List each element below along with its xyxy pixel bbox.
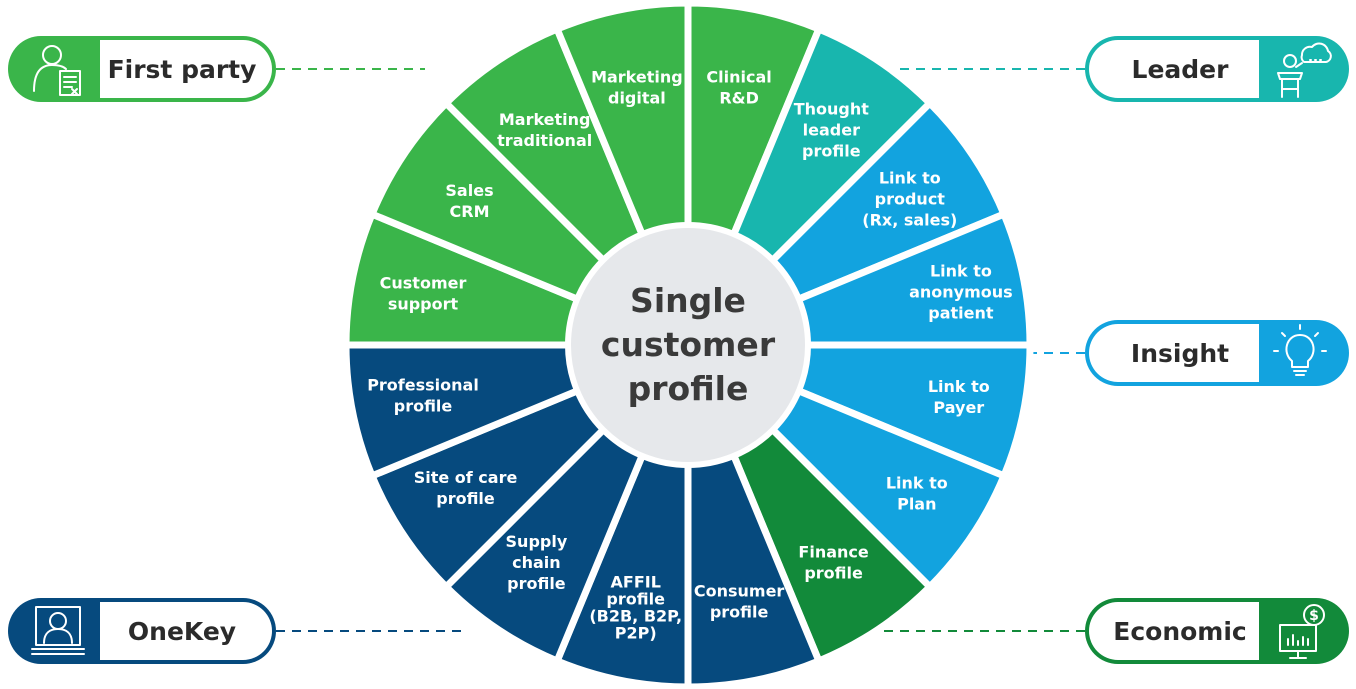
segment-sales-crm-label-line-1: Sales [445, 181, 493, 200]
segment-affil-profile-b2b-b2p-p2p-label-line-3: (B2B, B2P, [589, 606, 682, 625]
segment-professional-profile-label-line-2: profile [394, 397, 453, 416]
center-label-line-3: profile [628, 369, 749, 408]
callout-onekey: OneKey [8, 598, 276, 664]
segment-link-to-anonymous-patient-label-line-2: anonymous [909, 283, 1013, 302]
segment-supply-chain-profile-label-line-3: profile [507, 574, 566, 593]
callout-first-party: First party [8, 36, 276, 102]
callout-onekey-label: OneKey [128, 617, 236, 646]
callout-leader-label: Leader [1132, 55, 1230, 84]
segment-finance-profile-label-line-1: Finance [798, 542, 868, 561]
center-hub: Single customer profile [565, 222, 811, 468]
segment-marketing-digital-label-line-2: digital [608, 89, 666, 108]
segment-link-to-payer-label-line-1: Link to [928, 377, 990, 396]
callout-first-party-label: First party [108, 55, 257, 84]
person-document-icon [33, 45, 81, 96]
segment-link-to-plan-label-line-2: Plan [897, 494, 936, 513]
profile-card-icon [31, 606, 85, 655]
segment-thought-leader-profile-label-line-3: profile [802, 142, 861, 161]
segment-customer-support-label-line-2: support [388, 294, 459, 313]
center-label-line-2: customer [601, 325, 776, 364]
callout-economic-label-box [1089, 602, 1259, 660]
callout-insight-label: Insight [1131, 339, 1229, 368]
segment-site-of-care-profile-label-line-1: Site of care [414, 468, 518, 487]
segment-link-to-anonymous-patient-label-line-3: patient [928, 304, 994, 323]
callout-economic-label: Economic [1113, 617, 1246, 646]
segment-link-to-product-rx-sales-label-line-1: Link to [879, 168, 941, 187]
segment-marketing-digital-label-line-1: Marketing [591, 68, 683, 87]
finance-monitor-icon: $ [1279, 604, 1325, 659]
speaker-podium-icon [1277, 42, 1332, 98]
segment-affil-profile-b2b-b2p-p2p-label-line-4: P2P) [615, 623, 657, 642]
segment-consumer-profile-label-line-1: Consumer [694, 582, 785, 601]
callout-economic: Economic $ [1085, 598, 1349, 664]
segment-link-to-payer-label-line-2: Payer [933, 398, 984, 417]
callout-onekey-label-box [100, 602, 272, 660]
segment-marketing-traditional-label-line-2: traditional [497, 131, 592, 150]
segment-thought-leader-profile-label-line-1: Thought [794, 100, 870, 119]
segment-thought-leader-profile-label-line-2: leader [803, 121, 860, 140]
segment-link-to-anonymous-patient-label-line-1: Link to [930, 262, 992, 281]
segment-clinical-r-d-label-line-2: R&D [719, 89, 759, 108]
segment-marketing-traditional-label-line-1: Marketing [499, 110, 591, 129]
segment-supply-chain-profile-label-line-1: Supply [506, 532, 568, 551]
segment-customer-support-label-line-1: Customer [380, 273, 467, 292]
segment-professional-profile-label-line-1: Professional [367, 376, 479, 395]
lightbulb-icon [1273, 324, 1327, 376]
callout-insight-label-box [1089, 324, 1259, 382]
segment-link-to-product-rx-sales-label-line-2: product [875, 189, 946, 208]
center-circle [565, 222, 811, 468]
dollar-sign-icon: $ [1309, 608, 1319, 624]
segment-link-to-product-rx-sales-label-line-3: (Rx, sales) [862, 210, 957, 229]
callout-leader: Leader [1085, 36, 1349, 102]
segment-affil-profile-b2b-b2p-p2p-label-line-1: AFFIL [611, 572, 661, 591]
segment-site-of-care-profile-label-line-2: profile [436, 489, 495, 508]
callout-first-party-label-box [100, 40, 272, 98]
segment-link-to-plan-label-line-1: Link to [886, 473, 948, 492]
segment-consumer-profile-label-line-2: profile [710, 603, 769, 622]
segment-supply-chain-profile-label-line-2: chain [512, 553, 561, 572]
segment-clinical-r-d-label-line-1: Clinical [706, 68, 771, 87]
callout-insight: Insight [1085, 320, 1349, 386]
segment-sales-crm-label-line-2: CRM [450, 202, 490, 221]
segment-affil-profile-b2b-b2p-p2p-label-line-2: profile [606, 589, 665, 608]
segment-finance-profile-label-line-2: profile [804, 563, 863, 582]
callout-leader-label-box [1089, 40, 1259, 98]
center-label-line-1: Single [630, 281, 746, 320]
